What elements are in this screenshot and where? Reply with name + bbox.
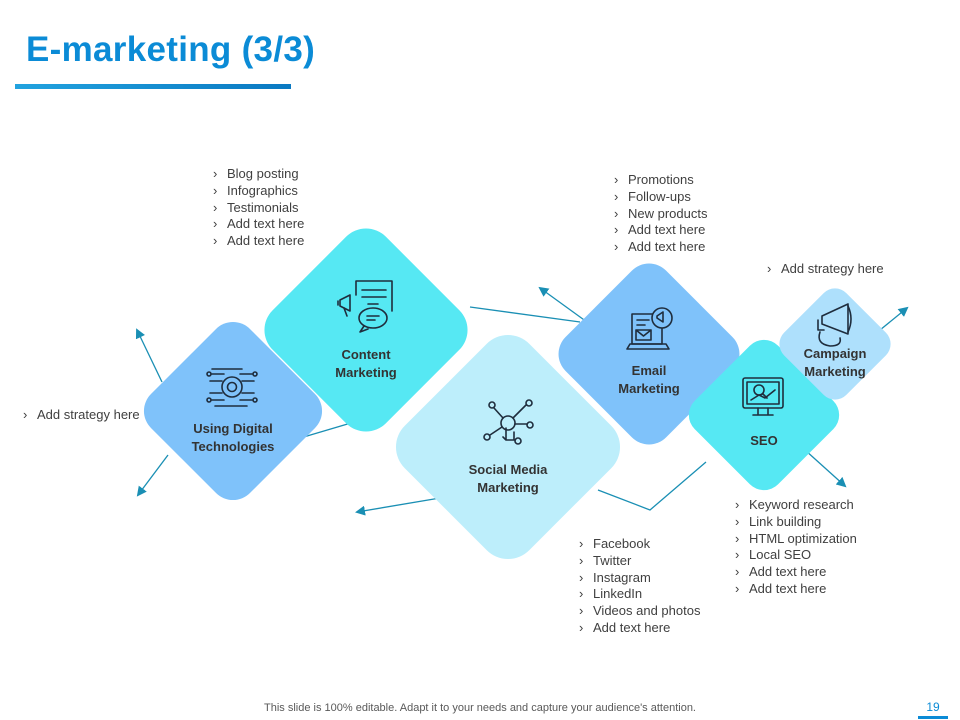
node-label-email: Email Marketing [618,363,680,396]
list-item: Follow-ups [614,189,707,206]
list-item: Instagram [579,570,700,587]
title-underline [15,84,291,89]
list-item: Testimonials [213,200,304,217]
list-item: Twitter [579,553,700,570]
arrow-social-left [355,497,441,516]
bullets-seo: Keyword research Link building HTML opti… [735,497,857,598]
bullets-email: Promotions Follow-ups New products Add t… [614,172,707,256]
list-item: Add text here [735,581,857,598]
node-shape-email [558,263,740,445]
list-item: Promotions [614,172,707,189]
bullets-digital: Add strategy here [23,407,140,424]
list-item: Add text here [735,564,857,581]
page-number: 19 [926,700,940,714]
list-item: Add text here [614,222,707,239]
list-item: Add strategy here [767,261,884,278]
connector-content-email [469,306,581,323]
node-label-seo: SEO [750,433,778,448]
node-shape-digital [143,321,323,501]
monitor-search-icon [742,377,784,416]
list-item: Add text here [614,239,707,256]
bullets-campaign: Add strategy here [767,261,884,278]
document-megaphone-icon [337,280,393,333]
list-item: Add text here [213,233,304,250]
list-item: Local SEO [735,547,857,564]
list-item: Facebook [579,536,700,553]
list-item: Add text here [579,620,700,637]
arrow-digital-up [135,328,163,383]
list-item: Videos and photos [579,603,700,620]
arrow-seo-down [804,449,847,488]
node-label-campaign: Campaign Marketing [803,346,867,379]
list-item: Add text here [213,216,304,233]
footer-note: This slide is 100% editable. Adapt it to… [264,702,696,714]
arrow-digital-down [136,454,169,497]
list-item: Link building [735,514,857,531]
list-item: New products [614,206,707,223]
list-item: Infographics [213,183,304,200]
bullets-content: Blog posting Infographics Testimonials A… [213,166,304,250]
list-item: Blog posting [213,166,304,183]
network-hand-icon [483,399,534,445]
list-item: HTML optimization [735,531,857,548]
arrow-campaign-right [879,306,909,331]
list-item: Add strategy here [23,407,140,424]
circuit-chip-icon [206,368,258,407]
laptop-email-icon [626,307,673,350]
list-item: LinkedIn [579,586,700,603]
node-shape-campaign [779,288,891,400]
node-label-social: Social Media Marketing [468,462,548,495]
list-item: Keyword research [735,497,857,514]
node-label-digital: Using Digital Technologies [191,421,275,454]
megaphone-hand-icon [817,303,852,347]
slide-title: E-marketing (3/3) [26,30,316,69]
connector-social-seo [597,461,707,511]
node-label-content: Content Marketing [335,347,397,380]
node-shape-social [395,334,621,560]
bullets-social: Facebook Twitter Instagram LinkedIn Vide… [579,536,700,637]
page-number-underline [918,716,948,719]
